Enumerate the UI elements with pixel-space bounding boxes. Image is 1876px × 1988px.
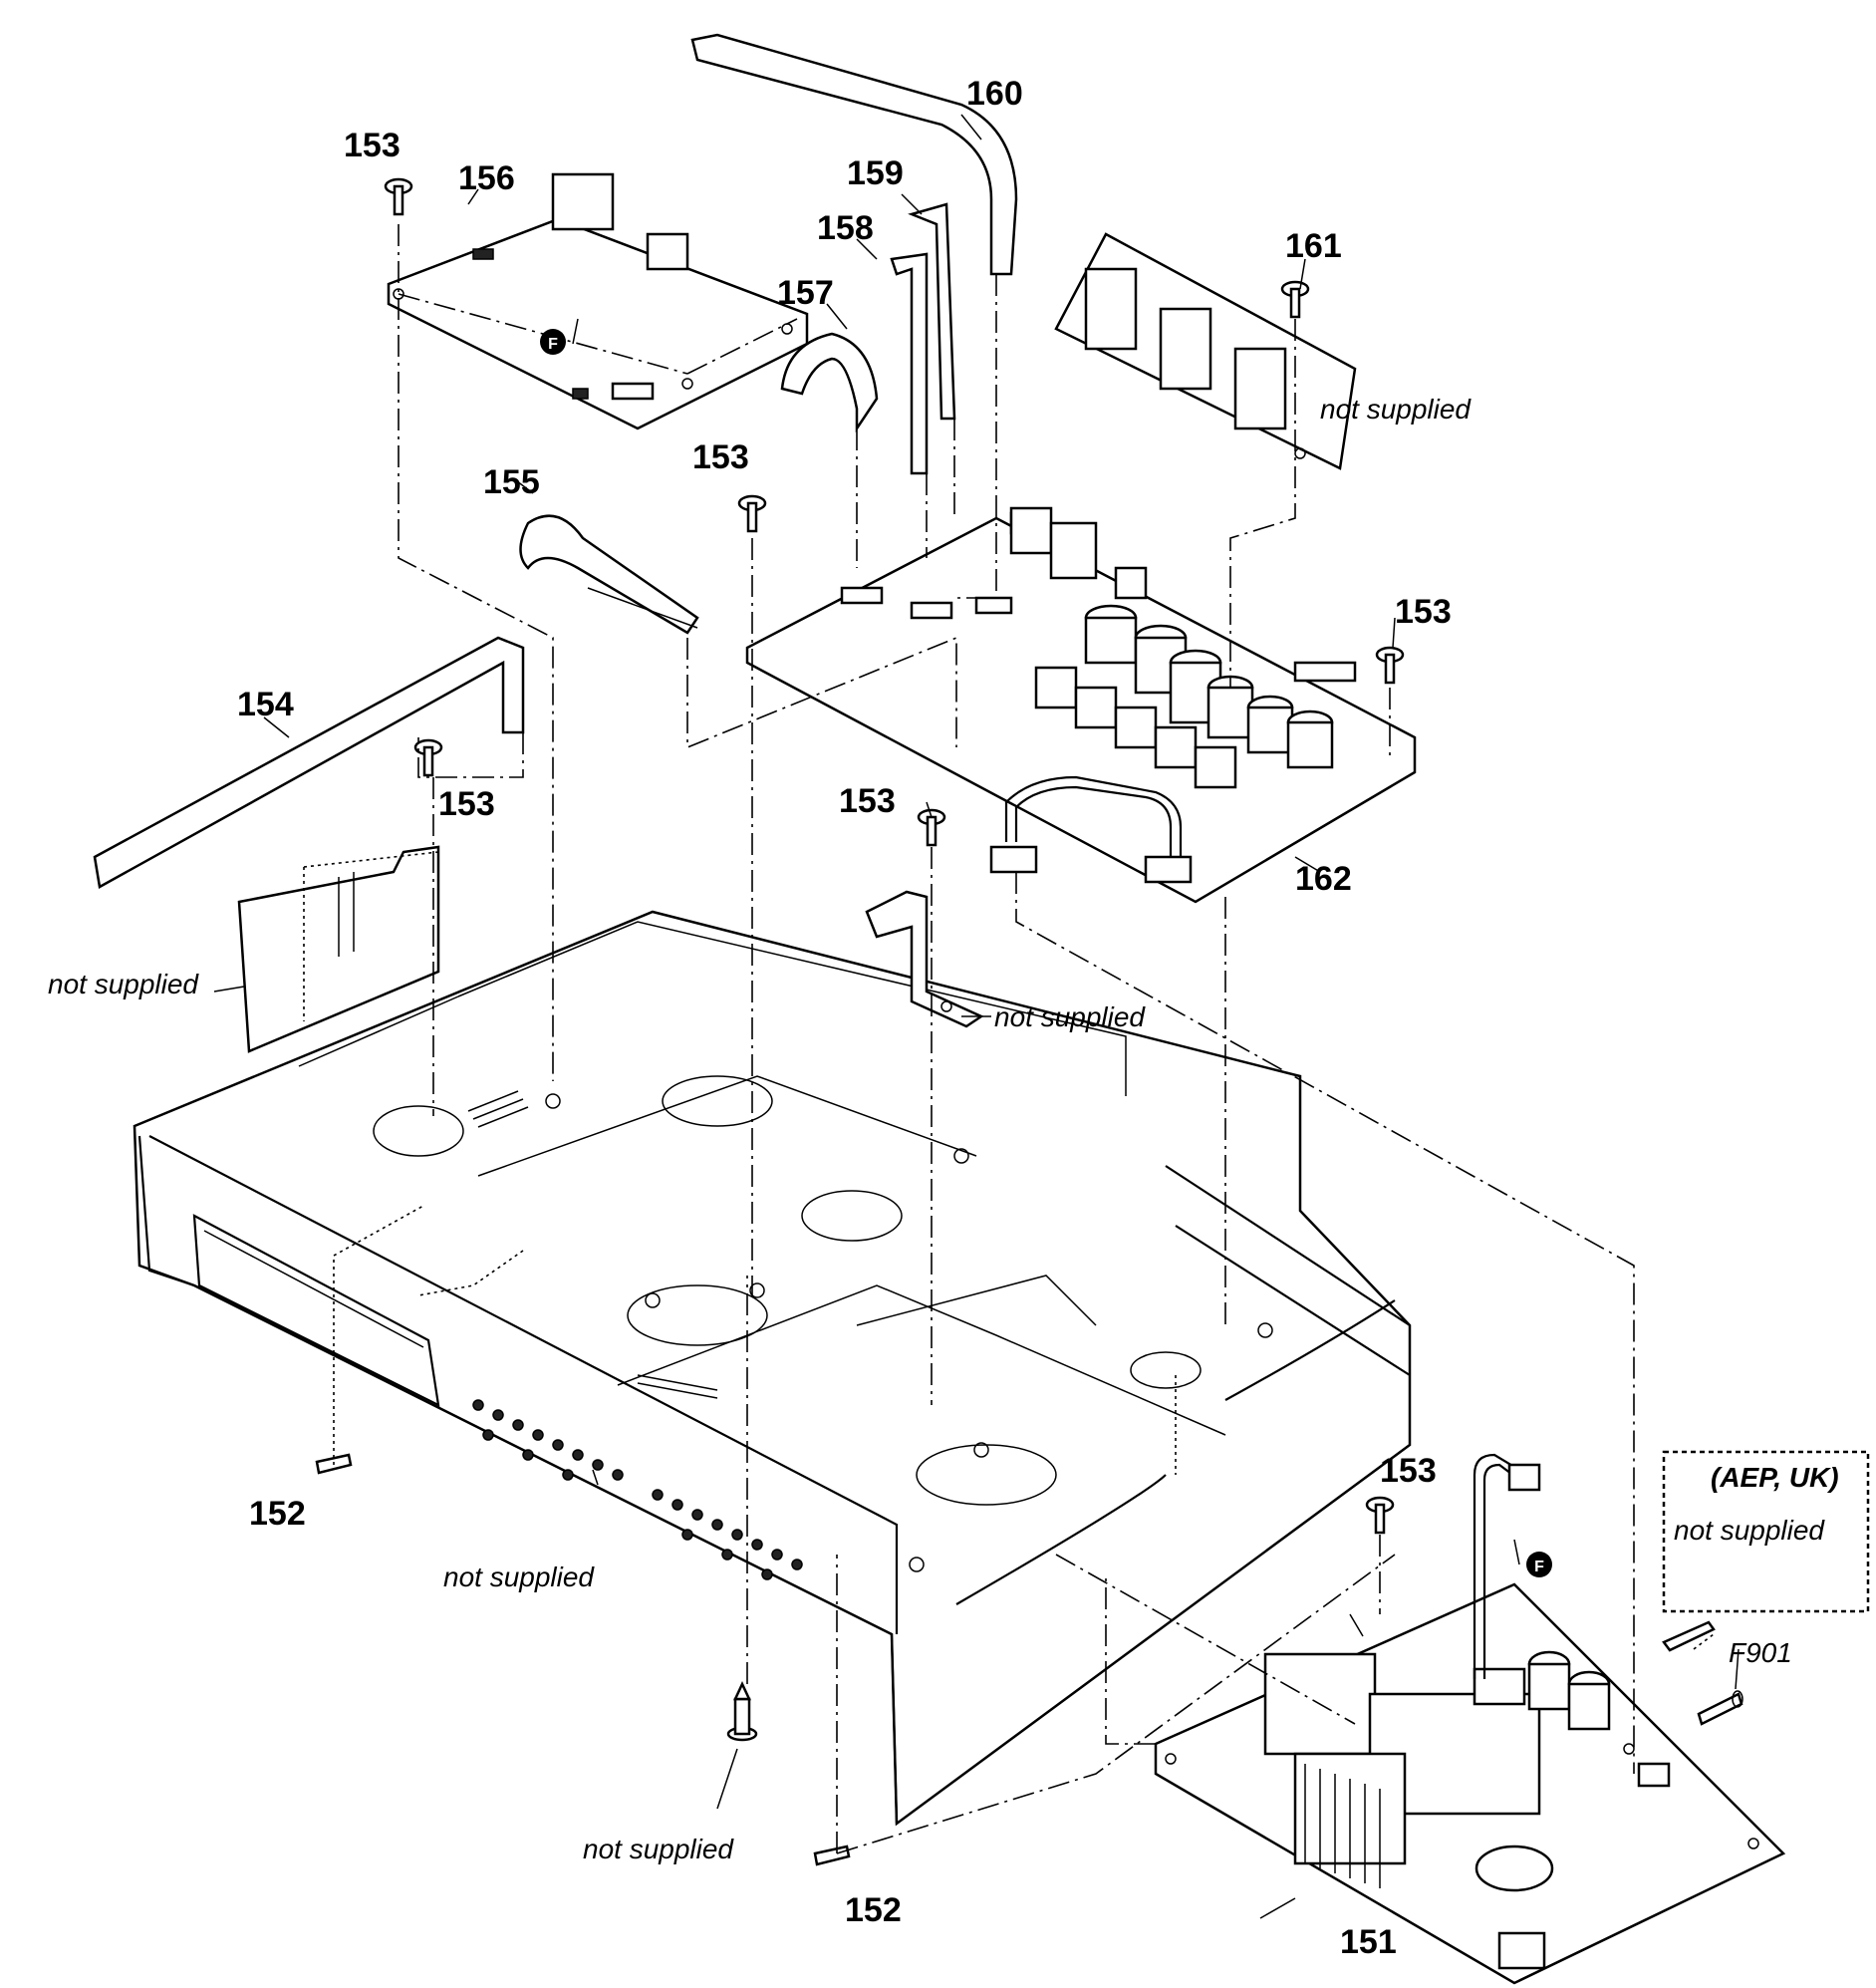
callout-152-left: 152 [249, 1495, 306, 1533]
callout-153-mid: 153 [692, 438, 749, 476]
callout-153-left-bracket: 153 [438, 785, 495, 823]
fuse-label-sticker [1662, 1620, 1716, 1652]
board-162 [745, 506, 1417, 904]
not-supplied-center-bracket: not supplied [994, 1001, 1146, 1032]
region-label-aep-uk: (AEP, UK) [1711, 1462, 1839, 1493]
speaker-terminal-161 [1054, 232, 1357, 470]
callout-160: 160 [966, 75, 1023, 113]
flat-cable-155 [519, 514, 699, 635]
callout-154: 154 [237, 686, 294, 723]
callout-161: 161 [1285, 227, 1342, 265]
flat-cable-160 [690, 33, 1018, 276]
not-supplied-rear-panel: not supplied [443, 1562, 595, 1592]
callout-158: 158 [817, 209, 874, 247]
leader-lines [213, 114, 1740, 1919]
assembly-lines [398, 224, 1635, 1854]
callout-153-center-bracket: 153 [839, 782, 896, 820]
callout-159: 159 [847, 154, 904, 192]
not-supplied-left-bracket: not supplied [48, 969, 199, 999]
flat-cable-157 [780, 332, 879, 433]
rivet [726, 1681, 758, 1742]
not-supplied-rivet: not supplied [583, 1834, 734, 1864]
connector-marker-f: F [548, 336, 558, 353]
chassis-frame [133, 910, 1412, 1827]
flat-cable-158 [890, 252, 929, 475]
callout-155: 155 [483, 463, 540, 501]
not-supplied-jack-board: not supplied [1320, 394, 1472, 425]
flat-cable-159 [908, 202, 956, 421]
callout-152-bottom: 152 [845, 1891, 902, 1929]
callout-153-right: 153 [1395, 593, 1452, 631]
foot-152-bottom [813, 1845, 851, 1866]
callout-156: 156 [458, 159, 515, 197]
callout-153-power: 153 [1380, 1452, 1437, 1490]
callout-151: 151 [1340, 1923, 1397, 1961]
center-bracket [865, 890, 984, 1028]
circled-f-icon: F F [540, 318, 1552, 1577]
region-box [1662, 1450, 1870, 1613]
callout-162: 162 [1295, 860, 1352, 898]
callout-f901: F901 [1729, 1637, 1792, 1668]
callout-153-top-left: 153 [344, 127, 401, 164]
flat-cable-154 [93, 636, 525, 889]
board-156 [387, 172, 809, 430]
callout-157: 157 [777, 274, 834, 312]
not-supplied-fuse-label: not supplied [1674, 1515, 1825, 1546]
connector-marker-f-2: F [1534, 1559, 1544, 1575]
hidden-lines [333, 1205, 1715, 1650]
left-plate [237, 845, 440, 1053]
screw-icon [384, 177, 1405, 1535]
